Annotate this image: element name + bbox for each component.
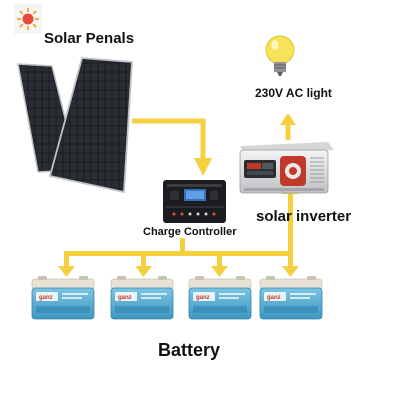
ac-light-label: 230V AC light xyxy=(255,86,332,100)
battery-unit: ganz xyxy=(188,276,252,320)
inverter-label: solar inverter xyxy=(256,208,352,225)
arrow-panels-to-controller xyxy=(132,118,206,160)
battery-unit: ganz xyxy=(110,276,174,320)
drop-battery-3 xyxy=(217,251,222,269)
battery-brand-label: ganz xyxy=(267,295,281,301)
battery-brand-label: ganz xyxy=(196,295,210,301)
arrow-controller-to-bus xyxy=(180,238,185,253)
battery-unit: ganz xyxy=(31,276,95,320)
arrow-head-light xyxy=(280,113,296,125)
arrow-head-battery-1 xyxy=(58,266,75,277)
arrow-head-battery-3 xyxy=(211,266,228,277)
battery-brand-label: ganz xyxy=(39,295,53,301)
battery-bank: ganz ganz ganz ganz xyxy=(31,276,323,320)
arrow-head-battery-4 xyxy=(282,266,299,277)
sun-icon xyxy=(14,4,42,34)
battery-label: Battery xyxy=(158,340,221,360)
solar-panel-front xyxy=(48,57,133,194)
drop-battery-1 xyxy=(64,251,69,269)
charge-controller-label: Charge Controller xyxy=(143,226,237,238)
battery-bus-line xyxy=(64,251,293,256)
arrow-inverter-to-light xyxy=(285,123,291,140)
light-bulb-icon xyxy=(265,35,295,76)
charge-controller xyxy=(163,180,226,223)
solar-panels-label: Solar Penals xyxy=(44,30,135,47)
drop-battery-4 xyxy=(288,251,293,269)
arrow-inverter-to-bus xyxy=(288,190,293,251)
arrow-head-battery-2 xyxy=(135,266,152,277)
solar-inverter xyxy=(239,142,334,194)
battery-brand-label: ganz xyxy=(118,295,132,301)
drop-battery-2 xyxy=(141,251,146,269)
arrow-head-controller xyxy=(194,158,212,176)
solar-panels xyxy=(17,57,133,194)
connector-arrows xyxy=(58,113,299,277)
battery-unit: ganz xyxy=(259,276,323,320)
